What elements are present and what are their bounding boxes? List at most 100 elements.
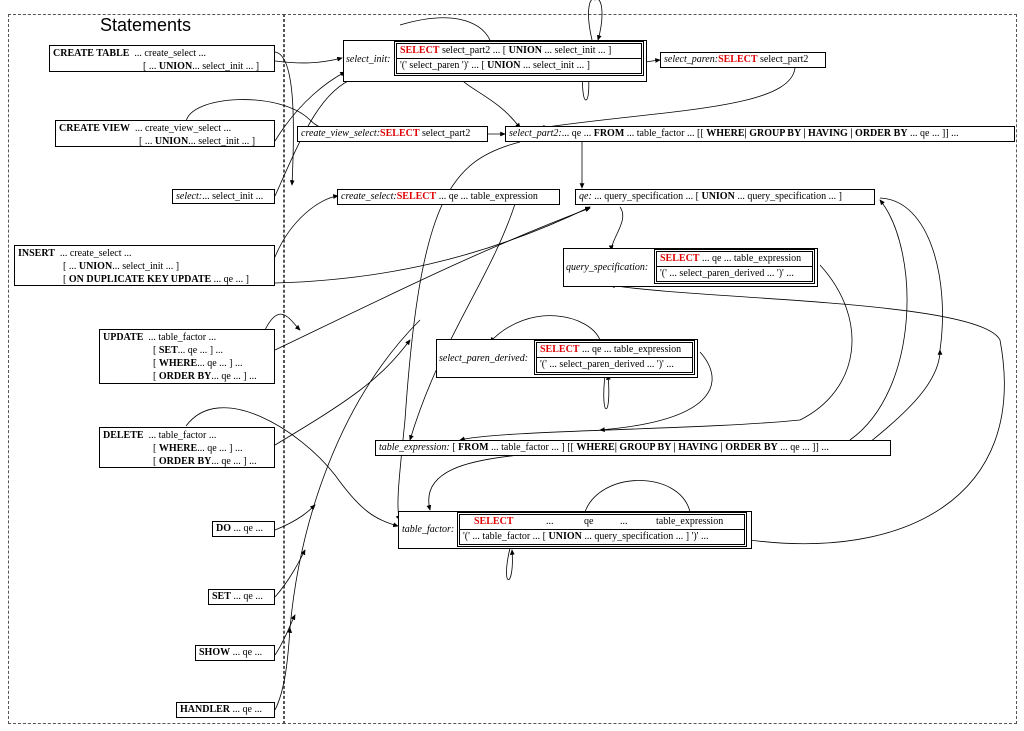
- table-factor-alt1-qe: qe: [584, 516, 594, 527]
- edge-select-init-part2: [459, 77, 521, 129]
- update-line3-rest: ... qe ... ] ...: [197, 358, 243, 369]
- select-keyword: SELECT: [396, 191, 437, 202]
- table-expression-c: ... qe ... ]] ...: [777, 442, 829, 453]
- select-init-alt1-part: select_part2 ... [: [439, 45, 509, 56]
- edge-spd-te: [599, 351, 713, 432]
- select-init-name: select_init:: [346, 54, 391, 65]
- update-line3-open: [: [153, 358, 159, 369]
- statements-cluster: [8, 14, 285, 724]
- edge-table-factor-loop: [506, 547, 515, 581]
- edge-insert-qe: [274, 206, 591, 284]
- create-select-rest: ... qe ... table_expression: [436, 191, 538, 202]
- table-factor-alternatives: SELECT ... qe ... table_expression '(' .…: [457, 512, 747, 547]
- edge-create-table-create-select: [274, 51, 295, 186]
- insert-union-keyword: UNION: [78, 261, 113, 272]
- select-keyword: SELECT: [660, 253, 700, 264]
- delete-statement: DELETE ... table_factor ... [ WHERE... q…: [99, 427, 275, 468]
- table-factor-name: table_factor:: [402, 524, 455, 535]
- edge-handler-qe: [274, 627, 293, 711]
- table-expression-name: table_expression:: [379, 442, 450, 453]
- show-rest: ... qe ...: [230, 647, 263, 658]
- select-paren-derived-alt-2: '(' ... select_paren_derived ... ')' ...: [537, 358, 692, 372]
- set-rest: ... qe ...: [230, 591, 263, 602]
- update-line4-open: [: [153, 371, 159, 382]
- select-paren-derived-alternatives: SELECT ... qe ... table_expression '(' .…: [534, 340, 695, 375]
- select-paren-rest: select_part2: [757, 54, 809, 65]
- edge-insert-create-select: [274, 194, 339, 258]
- edge-select-paren-part2: [539, 67, 796, 130]
- table-expression-a: [: [449, 442, 459, 453]
- rules-cluster: [283, 14, 1017, 724]
- table-expression-rule: table_expression: [ FROM ... table_facto…: [375, 440, 891, 456]
- edge-spine: [289, 319, 421, 629]
- select-paren-derived-name: select_paren_derived:: [439, 353, 529, 364]
- table-factor-alt2-rest: ... query_specification ... ] ')' ...: [581, 531, 709, 542]
- do-keyword: DO: [216, 523, 231, 534]
- qe-a: ... query_specification ... [: [591, 191, 702, 202]
- table-factor-alt2-part: '(' ... table_factor ... [: [463, 531, 549, 542]
- select-paren-derived-alt-1: SELECT ... qe ... table_expression: [537, 343, 692, 358]
- edge-table-factor-query-spec: [609, 283, 1005, 545]
- union-keyword: UNION: [508, 45, 542, 56]
- create-view-select-rest: select_part2: [419, 128, 471, 139]
- insert-line3-open: [: [63, 274, 69, 285]
- clause-keywords: WHERE| GROUP BY | HAVING | ORDER BY: [706, 128, 908, 139]
- qe-rule: qe: ... query_specification ... [ UNION …: [575, 189, 875, 205]
- select-init-rule: select_init: SELECT select_part2 ... [ U…: [343, 40, 647, 82]
- create-table-line2-rest: ... select_init ... ]: [192, 61, 260, 72]
- update-line2-open: [: [153, 345, 159, 356]
- edge-qe-query-spec: [608, 206, 624, 251]
- query-specification-name: query_specification:: [566, 262, 649, 273]
- edge-create-select-up: [399, 17, 491, 41]
- select-init-alternatives: SELECT select_part2 ... [ UNION ... sele…: [394, 41, 644, 76]
- edge-query-spec-spd: [489, 315, 601, 343]
- select-paren-rule: select_paren:SELECT select_part2: [660, 52, 826, 68]
- select-paren-derived-alt2: '(' ... select_paren_derived ... ')' ...: [540, 359, 674, 370]
- select-paren-name: select_paren:: [664, 54, 719, 65]
- edge-delete-qe: [274, 339, 411, 446]
- table-factor-alt1-dots2: ...: [620, 516, 628, 527]
- create-view-keyword: CREATE VIEW: [59, 123, 131, 134]
- select-part2-rule: select_part2:... qe ... FROM ... table_f…: [505, 126, 1015, 142]
- edge-update-table-factor: [264, 313, 301, 331]
- create-table-line1: ... create_select ...: [134, 48, 207, 59]
- show-keyword: SHOW: [199, 647, 231, 658]
- update-line1: ... table_factor ...: [148, 332, 217, 343]
- update-where-keyword: WHERE: [158, 358, 198, 369]
- query-specification-alt-2: '(' ... select_paren_derived ... ')' ...: [657, 267, 812, 281]
- select-keyword: SELECT: [474, 516, 514, 527]
- do-statement: DO ... qe ...: [212, 521, 275, 537]
- from-keyword: FROM: [593, 128, 625, 139]
- edge-update-qe: [274, 207, 591, 351]
- create-select-rule: create_select:SELECT ... qe ... table_ex…: [337, 189, 560, 205]
- insert-keyword: INSERT: [18, 248, 55, 259]
- select-paren-derived-rule: select_paren_derived: SELECT ... qe ... …: [436, 339, 698, 378]
- edge-spd-loop: [603, 374, 611, 409]
- edge-delete-table-factor: [185, 407, 399, 528]
- insert-line3-rest: ... qe ... ]: [211, 274, 249, 285]
- edge-qe-right: [879, 197, 943, 351]
- delete-line1: ... table_factor ...: [148, 430, 217, 441]
- select-statement: select:... select_init ...: [172, 189, 275, 204]
- table-expression-b: ... table_factor ... ] [[: [488, 442, 577, 453]
- select-init-alt-2: '(' select_paren ')' ... [ UNION ... sel…: [397, 59, 641, 73]
- insert-line2-open: [ ...: [63, 261, 79, 272]
- update-line4-rest: ... qe ... ] ...: [211, 371, 257, 382]
- select-keyword: SELECT: [718, 54, 758, 65]
- table-factor-rule: table_factor: SELECT ... qe ... table_ex…: [398, 511, 752, 549]
- qe-name: qe:: [579, 191, 592, 202]
- set-keyword: SET: [212, 591, 231, 602]
- delete-line2-open: [: [153, 443, 159, 454]
- edge-select-select-init: [274, 77, 356, 197]
- delete-order-by-keyword: ORDER BY: [158, 456, 212, 467]
- select-init-alt-1: SELECT select_part2 ... [ UNION ... sele…: [397, 44, 641, 59]
- edge-do-qe: [274, 504, 316, 531]
- select-name: select:: [176, 191, 203, 202]
- table-factor-alt-2: '(' ... table_factor ... [ UNION ... que…: [460, 530, 744, 544]
- clause-keywords: WHERE| GROUP BY | HAVING | ORDER BY: [576, 442, 778, 453]
- handler-rest: ... qe ...: [230, 704, 262, 715]
- delete-line3-open: [: [153, 456, 159, 467]
- edge-set-qe: [274, 549, 306, 598]
- update-set-keyword: SET: [158, 345, 178, 356]
